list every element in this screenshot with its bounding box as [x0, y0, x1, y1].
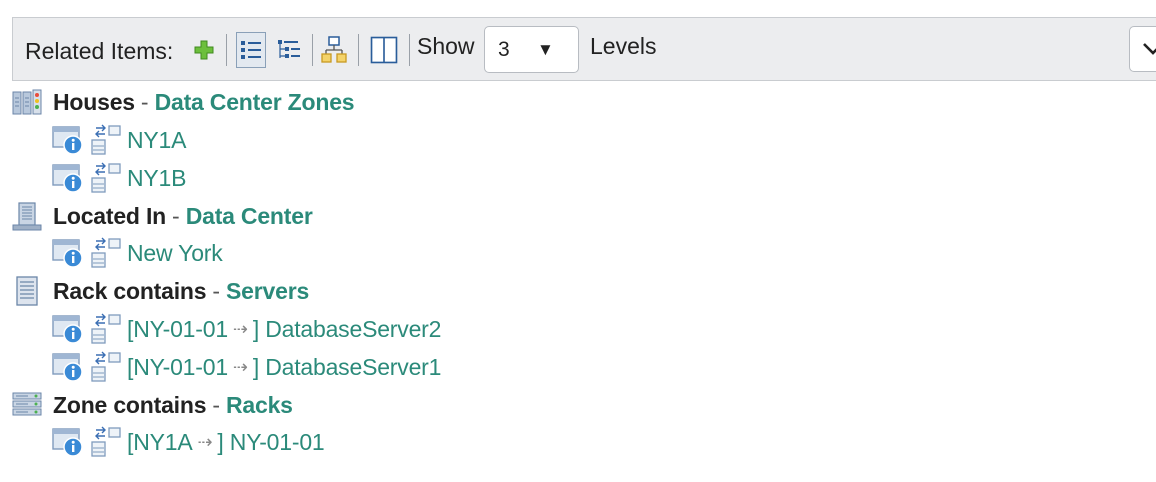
related-item-row[interactable]: [NY1A ⇢ ] NY-01-01 [52, 426, 325, 458]
path-suffix: ] [217, 428, 224, 455]
related-item-row[interactable]: New York [52, 237, 223, 269]
levels-select[interactable]: 3 ▼ [484, 26, 579, 73]
related-items-toolbar: Related Items: [12, 17, 1156, 81]
toolbar-separator [409, 34, 410, 66]
add-icon[interactable] [189, 32, 219, 68]
item-relationship-icon[interactable] [91, 162, 121, 194]
relation-group-houses[interactable]: Houses - Data Center Zones [12, 87, 355, 117]
related-item-link[interactable]: DatabaseServer1 [265, 353, 442, 380]
dropdown-arrow-icon: ▼ [537, 40, 554, 59]
separator: - [212, 391, 220, 418]
item-relationship-icon[interactable] [91, 237, 121, 269]
related-item-row[interactable]: [NY-01-01 ⇢ ] DatabaseServer1 [52, 351, 441, 383]
path-prefix: [NY1A [127, 428, 193, 455]
related-item-link[interactable]: NY1A [127, 126, 187, 153]
relation-type-link[interactable]: Racks [225, 391, 293, 418]
path-arrow-icon: ⇢ [232, 356, 248, 377]
list-view-icon[interactable] [236, 32, 266, 68]
levels-label: Levels [590, 33, 657, 59]
item-info-icon[interactable] [52, 426, 86, 458]
relation-name: Located In [53, 202, 167, 229]
toolbar-separator [226, 34, 227, 66]
separator: - [212, 277, 221, 304]
relation-group-rack-contains[interactable]: Rack contains - Servers [12, 276, 309, 306]
relation-group-located-in[interactable]: Located In - Data Center [12, 201, 313, 231]
related-item-row[interactable]: [NY-01-01 ⇢ ] DatabaseServer2 [52, 313, 441, 345]
item-info-icon[interactable] [52, 351, 86, 383]
related-item-row[interactable]: NY1B [52, 162, 186, 194]
related-item-path: [NY-01-01 ⇢ ] DatabaseServer2 [127, 316, 441, 343]
relation-group-zone-contains[interactable]: Zone contains - Racks [12, 390, 293, 420]
tree-view-icon[interactable] [274, 32, 304, 68]
separator: - [140, 88, 149, 115]
levels-value: 3 [498, 38, 510, 61]
toolbar-separator [358, 34, 359, 66]
related-item-row[interactable]: NY1A [52, 124, 186, 156]
separator: - [172, 202, 180, 229]
path-suffix: ] [252, 353, 260, 380]
related-item-link[interactable]: NY-01-01 [229, 428, 325, 455]
item-info-icon[interactable] [52, 237, 86, 269]
path-suffix: ] [252, 315, 260, 342]
server-icon [12, 276, 42, 306]
related-item-link[interactable]: NY1B [127, 164, 187, 191]
collapse-button[interactable] [1129, 26, 1156, 72]
relation-name: Houses [53, 88, 135, 115]
path-arrow-icon: ⇢ [232, 318, 248, 339]
item-info-icon[interactable] [52, 313, 86, 345]
split-pane-icon[interactable] [369, 32, 399, 68]
show-label: Show [417, 33, 475, 59]
relation-name: Zone contains [53, 391, 207, 418]
hierarchy-view-icon[interactable] [319, 32, 349, 68]
path-arrow-icon: ⇢ [197, 431, 213, 452]
item-relationship-icon[interactable] [91, 313, 121, 345]
related-item-path: [NY-01-01 ⇢ ] DatabaseServer1 [127, 354, 441, 381]
item-info-icon[interactable] [52, 124, 86, 156]
relation-type-link[interactable]: Data Center [185, 202, 313, 229]
rack-icon [12, 390, 42, 420]
zone-icon [12, 87, 42, 117]
related-item-link[interactable]: New York [127, 239, 223, 266]
chevron-down-icon [1143, 43, 1156, 55]
path-prefix: [NY-01-01 [127, 315, 228, 342]
item-relationship-icon[interactable] [91, 426, 121, 458]
relation-type-link[interactable]: Data Center Zones [154, 88, 355, 115]
datacenter-icon [12, 201, 42, 231]
item-info-icon[interactable] [52, 162, 86, 194]
toolbar-separator [312, 34, 313, 66]
item-relationship-icon[interactable] [91, 351, 121, 383]
path-prefix: [NY-01-01 [127, 353, 228, 380]
relation-name: Rack contains [53, 277, 207, 304]
related-items-label: Related Items: [25, 38, 174, 64]
item-relationship-icon[interactable] [91, 124, 121, 156]
related-item-link[interactable]: DatabaseServer2 [265, 315, 442, 342]
related-item-path: [NY1A ⇢ ] NY-01-01 [127, 429, 325, 456]
relation-type-link[interactable]: Servers [226, 277, 310, 304]
